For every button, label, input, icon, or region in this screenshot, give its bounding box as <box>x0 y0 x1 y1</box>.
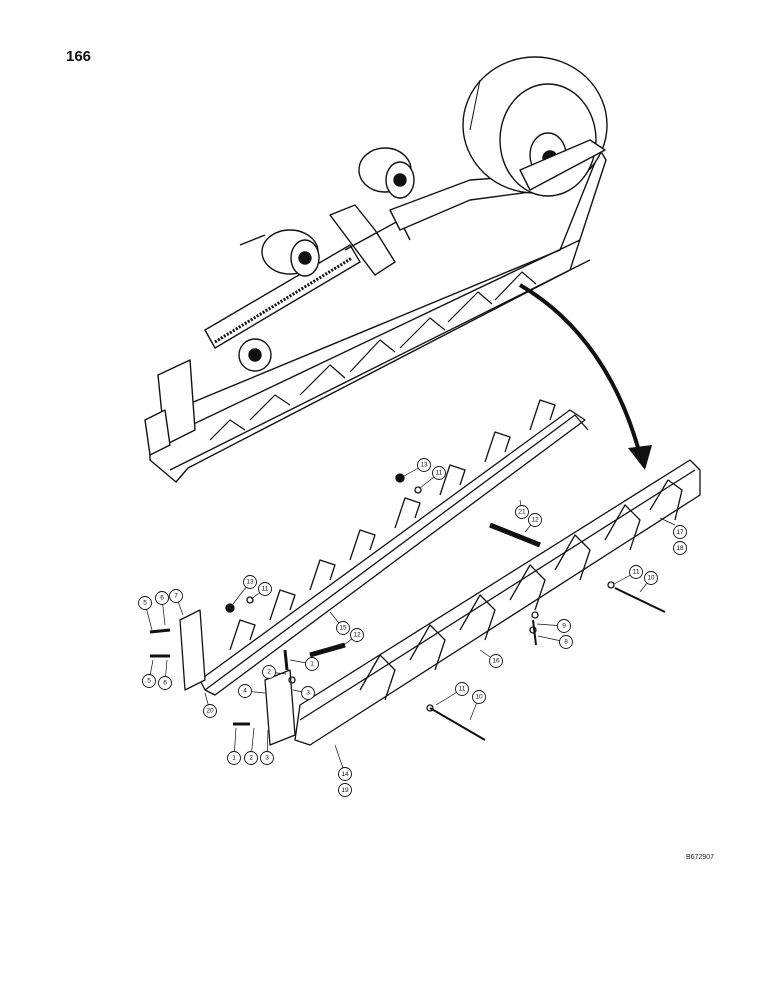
callout: 8 <box>559 635 573 649</box>
callout-label: 13 <box>246 579 254 586</box>
pin-upper <box>489 522 541 548</box>
callout: 1 <box>227 751 241 765</box>
callout-label: 12 <box>353 632 361 639</box>
callout: 13 <box>243 575 257 589</box>
pin-lower <box>309 642 346 658</box>
callout-label: 21 <box>518 509 526 516</box>
rail-truss <box>209 271 537 441</box>
callout-label: 2 <box>249 755 253 762</box>
callout: 10 <box>644 571 658 585</box>
callout: 11 <box>455 682 469 696</box>
drawing-code: B672907 <box>686 854 715 861</box>
callout: 11 <box>432 466 446 480</box>
lower-guard <box>294 459 701 746</box>
callout: 3 <box>260 751 274 765</box>
callout-label: 16 <box>492 658 500 665</box>
callout-label: 1 <box>310 661 314 668</box>
leader-lines <box>144 464 676 775</box>
callout: 21 <box>515 505 529 519</box>
carrier-roller-right <box>358 147 415 199</box>
carrier-roller-left <box>239 229 320 277</box>
callout-label: 4 <box>243 688 247 695</box>
callout: 11 <box>258 582 272 596</box>
callout-label: 10 <box>647 575 655 582</box>
reference-arrow <box>518 283 652 470</box>
callout: 20 <box>203 704 217 718</box>
callout-label: 3 <box>265 755 269 762</box>
callout-label: 15 <box>339 625 347 632</box>
callout: 1 <box>305 657 319 671</box>
callout-label: 11 <box>262 586 269 593</box>
callout: 13 <box>417 458 431 472</box>
callout: 5 <box>142 674 156 688</box>
callout-label: 11 <box>459 686 466 693</box>
end-plate-7 <box>179 609 206 691</box>
callout-label: 11 <box>633 569 640 576</box>
callout: 11 <box>629 565 643 579</box>
callout-label: 3 <box>306 690 310 697</box>
callout: 6 <box>158 676 172 690</box>
callout-label: 9 <box>562 623 566 630</box>
callout: 12 <box>350 628 364 642</box>
callout-label: 8 <box>564 639 568 646</box>
bolt-long-right <box>614 587 666 613</box>
callout-label: 2 <box>267 669 271 676</box>
callout: 6 <box>155 591 169 605</box>
callout-label: 10 <box>475 694 483 701</box>
callout-label: 11 <box>436 470 443 477</box>
track-frame-assembly <box>144 56 608 483</box>
bolt-long-left <box>429 707 486 741</box>
page-number: 166 <box>66 48 92 65</box>
callout: 12 <box>528 513 542 527</box>
callout: 2 <box>262 665 276 679</box>
callout-label: 5 <box>143 600 147 607</box>
callout: 7 <box>169 589 183 603</box>
callout: 16 <box>489 654 503 668</box>
callout: 3 <box>301 686 315 700</box>
callout: 15 <box>336 621 350 635</box>
callout-label: 7 <box>174 593 178 600</box>
callout-label: 6 <box>160 595 164 602</box>
end-plate-4 <box>264 669 296 746</box>
callout: 10 <box>472 690 486 704</box>
upper-guard <box>199 399 589 696</box>
callout-label: 12 <box>531 517 539 524</box>
callout-label: 1 <box>232 755 236 762</box>
callout: 2 <box>244 751 258 765</box>
callout-label: 13 <box>420 462 428 469</box>
callout: 9 <box>557 619 571 633</box>
exploded-parts <box>149 399 701 746</box>
callout-label: 5 <box>147 678 151 685</box>
callout: 4 <box>238 684 252 698</box>
callout-label: 6 <box>163 680 167 687</box>
callout-label: 20 <box>206 708 214 715</box>
callout: 5 <box>138 596 152 610</box>
